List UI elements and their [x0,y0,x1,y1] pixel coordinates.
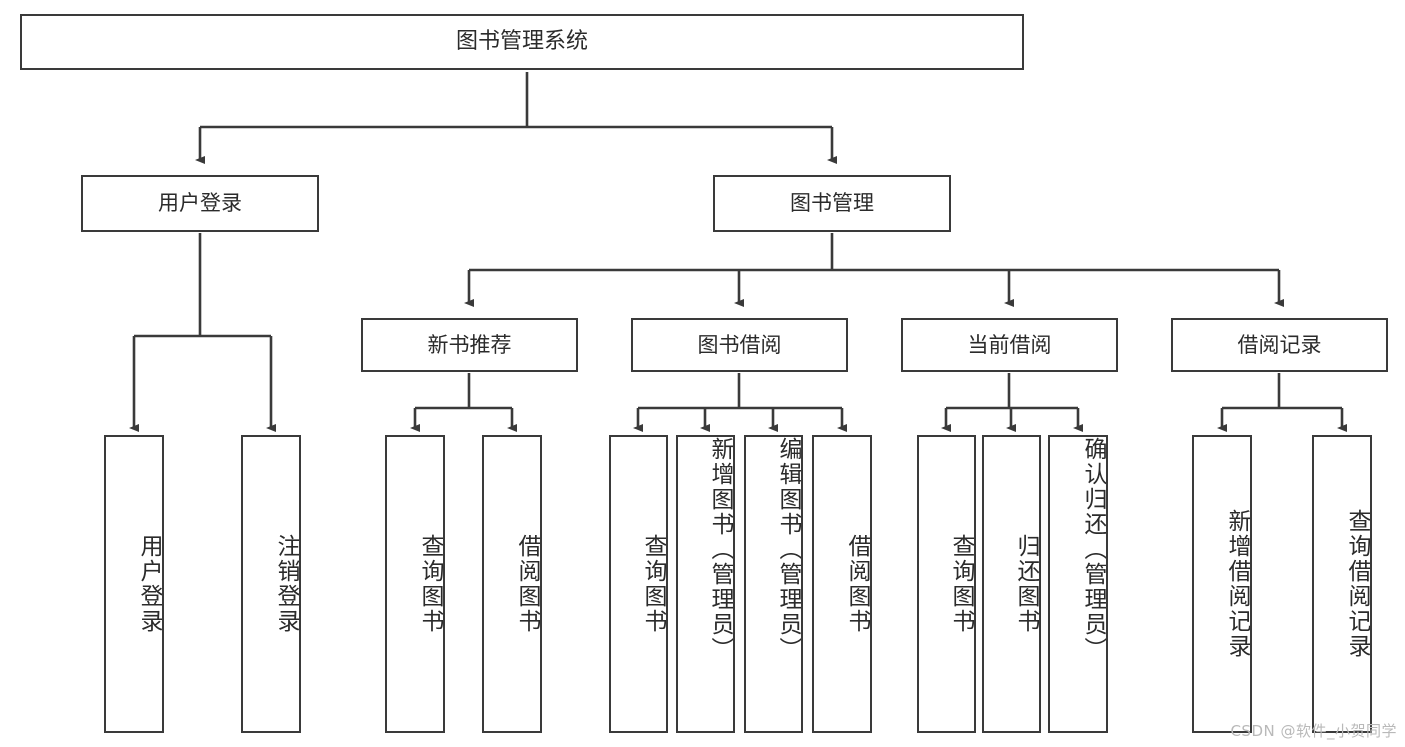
leaf-borrow-query-book[interactable]: 查询图书 [609,435,668,733]
edges-booksmgmt-to-level3 [464,233,1284,307]
node-label: 新增借阅记录 [1224,509,1250,659]
leaf-confirm-return-admin[interactable]: 确认归还（管理员） [1048,435,1108,733]
leaf-query-borrow-record[interactable]: 查询借阅记录 [1312,435,1372,733]
node-label: 注销登录 [273,534,299,634]
leaf-borrow-borrow-book[interactable]: 借阅图书 [812,435,872,733]
node-label: 查询图书 [948,534,974,634]
node-label: 编辑图书（管理员） [775,437,801,662]
node-label: 新增图书（管理员） [707,437,733,662]
leaf-add-borrow-record[interactable]: 新增借阅记录 [1192,435,1252,733]
node-label: 查询借阅记录 [1344,509,1370,659]
node-book-borrow[interactable]: 图书借阅 [631,318,848,372]
leaf-logout-login[interactable]: 注销登录 [241,435,301,733]
node-label: 当前借阅 [967,332,1052,357]
node-label: 确认归还（管理员） [1080,437,1106,662]
node-label: 借阅图书 [514,534,540,634]
node-label: 查询图书 [640,534,666,634]
node-root-library-system[interactable]: 图书管理系统 [20,14,1024,70]
edges-currentborrow-to-leaves [941,373,1083,432]
node-book-management[interactable]: 图书管理 [713,175,951,232]
node-user-login[interactable]: 用户登录 [81,175,319,232]
node-label: 借阅图书 [844,534,870,634]
node-new-book-recommend[interactable]: 新书推荐 [361,318,578,372]
node-label: 用户登录 [136,534,162,634]
node-label: 图书管理系统 [455,29,588,55]
node-current-borrow[interactable]: 当前借阅 [901,318,1118,372]
leaf-return-book[interactable]: 归还图书 [982,435,1041,733]
node-label: 用户登录 [158,191,242,216]
edges-root-to-level2 [195,72,837,164]
leaf-current-query-book[interactable]: 查询图书 [917,435,976,733]
edges-newbook-to-leaves [410,373,517,432]
node-label: 图书管理 [790,191,874,216]
node-label: 图书借阅 [697,332,782,357]
edges-bookborrow-to-leaves [633,373,847,432]
node-label: 借阅记录 [1237,332,1322,357]
edges-userlogin-to-leaves [129,233,276,432]
node-label: 新书推荐 [427,332,512,357]
leaf-add-book-admin[interactable]: 新增图书（管理员） [676,435,735,733]
leaf-recommend-query-book[interactable]: 查询图书 [385,435,445,733]
node-label: 查询图书 [417,534,443,634]
leaf-user-login[interactable]: 用户登录 [104,435,164,733]
edges-borrowrecord-to-leaves [1217,373,1347,432]
node-borrow-record[interactable]: 借阅记录 [1171,318,1388,372]
node-label: 归还图书 [1013,534,1039,634]
leaf-edit-book-admin[interactable]: 编辑图书（管理员） [744,435,803,733]
leaf-recommend-borrow-book[interactable]: 借阅图书 [482,435,542,733]
